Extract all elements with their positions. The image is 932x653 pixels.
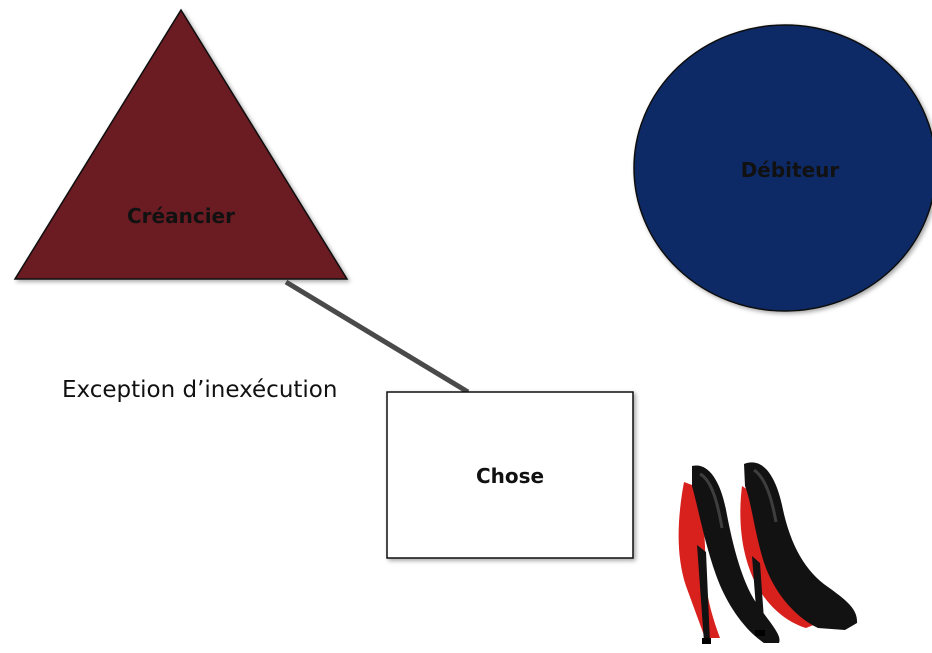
left-shoe-body (692, 465, 780, 643)
shoe-highlight-right (753, 468, 778, 523)
thing-box (386, 391, 634, 559)
exception-label: Exception d’inexécution (62, 377, 337, 403)
red-sole-high-heels-icon (678, 462, 858, 644)
thing-label: Chose (476, 464, 544, 488)
right-shoe-heel-tip (755, 630, 765, 636)
creditor-triangle (13, 8, 349, 280)
shoe-highlight-left (699, 472, 724, 529)
left-shoe-heel-tip (702, 638, 711, 644)
right-shoe-red-sole (740, 486, 816, 628)
right-shoe-heel (752, 556, 765, 634)
creditor-label: Créancier (127, 204, 235, 228)
exception-connector-line (284, 279, 470, 395)
debtor-label: Débiteur (741, 158, 840, 182)
debtor-circle (633, 24, 932, 312)
left-shoe-heel (697, 545, 710, 642)
